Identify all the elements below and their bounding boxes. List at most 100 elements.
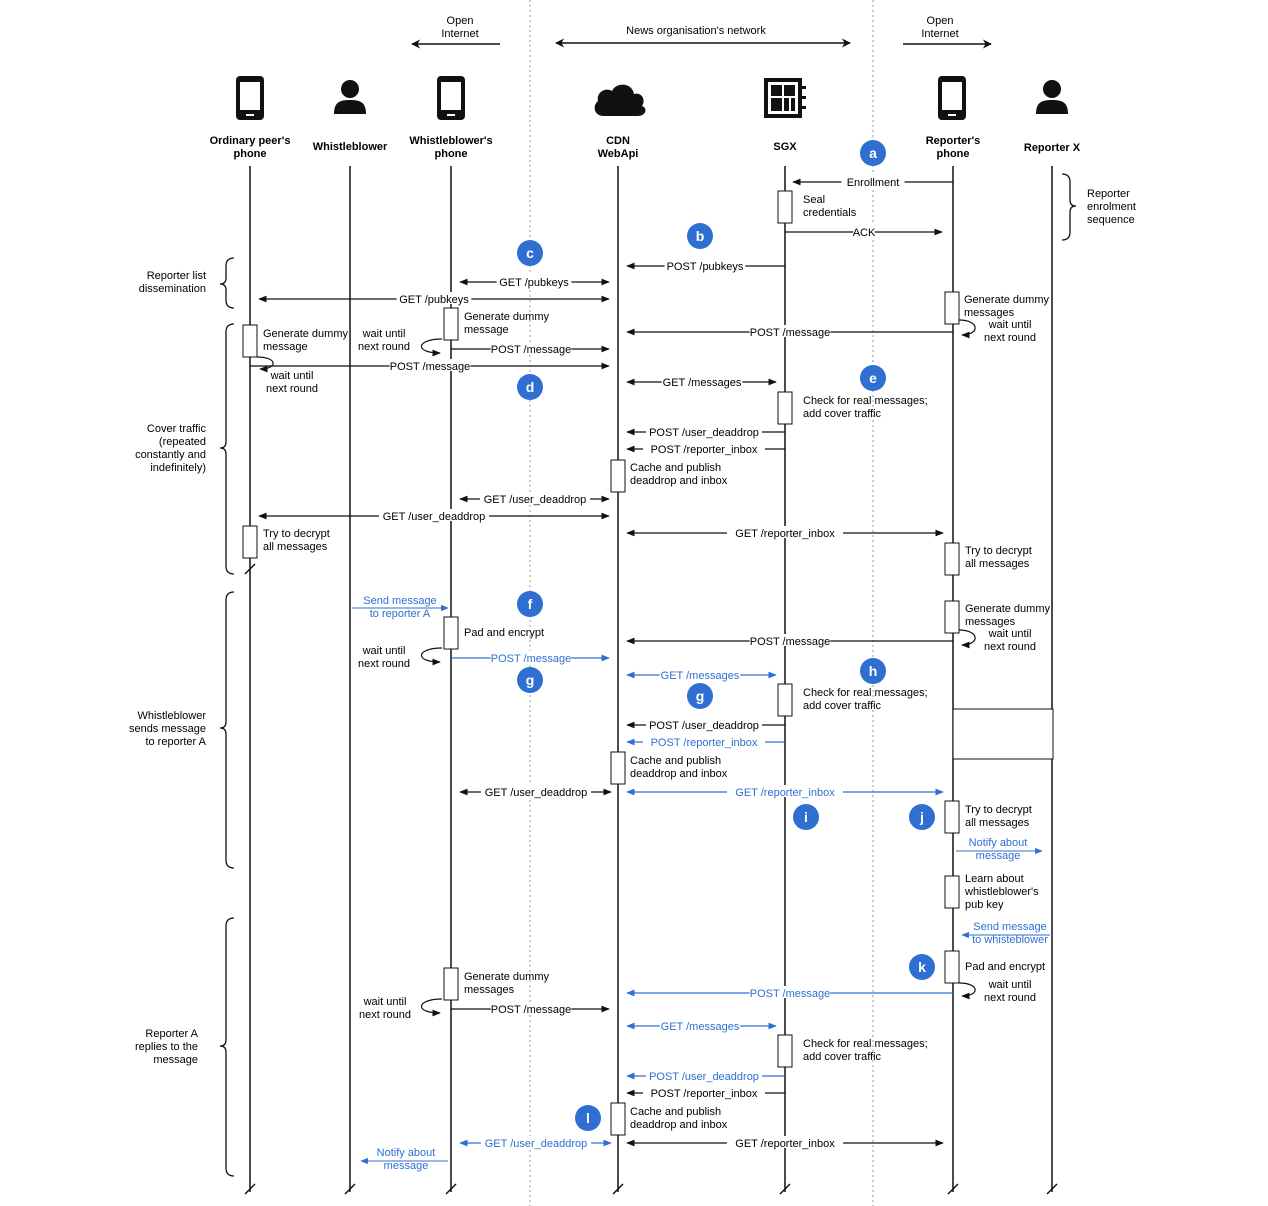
note-text: Cache and publish <box>630 1106 721 1118</box>
note-text: Notify about <box>377 1147 436 1159</box>
note-text: Learn about <box>965 873 1024 885</box>
actor-label: SGX <box>773 141 797 153</box>
note-text: message <box>976 850 1021 862</box>
actor-label: phone <box>234 148 267 160</box>
note-text: Try to decrypt <box>965 804 1032 816</box>
step-badge <box>517 240 543 266</box>
group-label: indefinitely) <box>150 462 206 474</box>
note-text: wait until <box>270 370 314 382</box>
message-label-bg <box>841 175 905 187</box>
lifelines <box>244 166 1058 1195</box>
step-badge <box>909 954 935 980</box>
zone-right-label-2: Internet <box>921 28 958 40</box>
note-text: Pad and encrypt <box>965 961 1045 973</box>
zone-right-label-1: Open <box>927 15 954 27</box>
step-badge-label: b <box>696 228 705 244</box>
note-text: wait until <box>363 996 407 1008</box>
group-label: sends message <box>129 723 206 735</box>
message-label-bg <box>853 225 875 237</box>
group-label: Cover traffic <box>147 423 207 435</box>
zone-center-label: News organisation's network <box>626 25 766 37</box>
group-label: dissemination <box>139 283 206 295</box>
zone-left-label-1: Open <box>447 15 474 27</box>
note-text: pub key <box>965 899 1004 911</box>
message-label-bg <box>479 492 591 504</box>
note-text: all messages <box>965 558 1030 570</box>
message-label: GET /reporter_inbox <box>735 1138 835 1150</box>
note-text: Notify about <box>969 837 1028 849</box>
note-text: Generate dummy <box>965 603 1050 615</box>
group-label: Reporter A <box>145 1028 198 1040</box>
phone-icon <box>236 76 264 120</box>
message-label: GET /messages <box>663 377 742 389</box>
note-text: deaddrop and inbox <box>630 1119 728 1131</box>
note-text: Pad and encrypt <box>464 627 544 639</box>
group-label: (repeated <box>159 436 206 448</box>
message-label-bg <box>389 359 471 371</box>
message-label: GET /user_deaddrop <box>383 511 486 523</box>
message-label-bg <box>726 526 844 538</box>
note-text: to reporter A <box>370 608 431 620</box>
message-label: GET /reporter_inbox <box>735 528 835 540</box>
message-label-bg <box>749 986 831 998</box>
actor-label: Ordinary peer's <box>210 135 291 147</box>
actor-label: Whistleblower's <box>409 135 492 147</box>
message-label: POST /message <box>750 327 831 339</box>
message-label-bg <box>490 342 572 354</box>
message-label: GET /user_deaddrop <box>485 1138 588 1150</box>
note-text: message <box>384 1160 429 1172</box>
actor-label: phone <box>435 148 468 160</box>
message-label-bg <box>490 651 572 663</box>
actor-label: Reporter X <box>1024 142 1081 154</box>
group-label: Whistleblower <box>138 710 207 722</box>
message-label: POST /user_deaddrop <box>649 1071 759 1083</box>
note-text: Check for real messages; <box>803 687 928 699</box>
message-label: POST /message <box>491 1004 572 1016</box>
step-badge-label: l <box>586 1110 590 1126</box>
message-label-bg <box>396 292 472 304</box>
message-label-bg <box>664 259 746 271</box>
note-text: message <box>263 341 308 353</box>
message-label-bg <box>480 1136 592 1148</box>
phone-icon <box>437 76 465 120</box>
note-text: Check for real messages; <box>803 1038 928 1050</box>
message-label-bg <box>496 275 572 287</box>
step-badge-label: f <box>528 596 533 612</box>
note-text: whistleblower's <box>964 886 1039 898</box>
message-label: POST /pubkeys <box>667 261 744 273</box>
message-label: POST /message <box>750 636 831 648</box>
step-badge-label: c <box>526 245 534 261</box>
step-badge <box>909 804 935 830</box>
note-text: wait until <box>362 645 406 657</box>
note-text: add cover traffic <box>803 408 882 420</box>
step-badge-label: d <box>526 379 535 395</box>
step-badge-label: i <box>804 809 808 825</box>
message-label: GET /user_deaddrop <box>484 494 587 506</box>
step-badge-label: g <box>526 672 535 688</box>
actor-icons <box>236 76 1068 120</box>
person-icon <box>334 80 366 114</box>
message-label: POST /reporter_inbox <box>651 737 758 749</box>
step-badge <box>517 374 543 400</box>
zone-headers: Open Internet News organisation's networ… <box>411 15 992 49</box>
actor-label: phone <box>937 148 970 160</box>
message-label: POST /message <box>390 361 471 373</box>
message-label-bg <box>645 718 763 730</box>
note-text: Cache and publish <box>630 462 721 474</box>
note-text: next round <box>358 341 410 353</box>
note-text: Generate dummy <box>464 311 549 323</box>
note-text: next round <box>266 383 318 395</box>
note-text: message <box>464 324 509 336</box>
note-text: add cover traffic <box>803 700 882 712</box>
message-label: POST /user_deaddrop <box>649 720 759 732</box>
group-label: replies to the <box>135 1041 198 1053</box>
note-text: to whisteblower <box>972 934 1048 946</box>
step-badge-label: h <box>869 663 878 679</box>
group-label: constantly and <box>135 449 206 461</box>
step-badge <box>575 1105 601 1131</box>
note-text: Send message <box>973 921 1046 933</box>
group-label: Reporter <box>1087 188 1130 200</box>
note-text: wait until <box>988 319 1032 331</box>
